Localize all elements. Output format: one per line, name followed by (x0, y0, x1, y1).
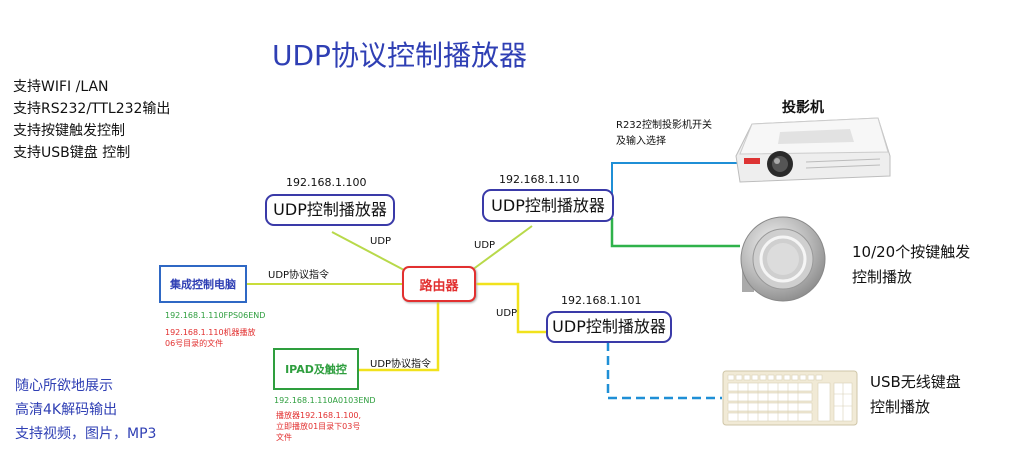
edge-label-udp: UDP (496, 308, 518, 319)
feature-item: 支持RS232/TTL232输出 (13, 101, 171, 117)
link-router-ipad (359, 302, 440, 372)
link-router-player-101 (476, 282, 546, 334)
player-ip-110: 192.168.1.110 (499, 173, 580, 186)
page-title: UDP协议控制播放器 (272, 39, 527, 72)
projector-title: 投影机 (782, 100, 824, 116)
edge-label-udp: UDP (370, 236, 392, 247)
feature-item: 随心所欲地展示 (15, 378, 113, 394)
edge-label-udp-command: UDP协议指令 (370, 359, 432, 370)
ipad-command: 192.168.1.110A0103END (274, 396, 376, 405)
ipad-node: IPAD及触控 (273, 348, 359, 390)
edge-label-udp: UDP (474, 240, 496, 251)
feature-item: 高清4K解码输出 (15, 402, 118, 418)
feature-item: 支持视频，图片，MP3 (15, 426, 157, 442)
player-ip-100: 192.168.1.100 (286, 176, 367, 189)
projector-command-label: R232控制投影机开关 及输入选择 (616, 120, 713, 147)
link-player-projector (611, 162, 738, 194)
feature-list-top: 支持WIFI /LAN 支持RS232/TTL232输出 支持按键触发控制 支持… (13, 76, 170, 164)
player-ip-101: 192.168.1.101 (561, 294, 642, 307)
link-player-button (610, 218, 740, 248)
projector-image (735, 117, 891, 183)
pc-command: 192.168.1.110FPS06END (165, 311, 266, 320)
edge-label-udp-command: UDP协议指令 (268, 270, 330, 281)
link-player-keyboard (606, 342, 722, 400)
pc-node: 集成控制电脑 (159, 265, 247, 303)
keyboard-label: USB无线键盘 控制播放 (870, 373, 961, 416)
ipad-note: 播放器192.168.1.100,立即播放01目录下03号文件 (276, 411, 362, 442)
player-node-101: UDP控制播放器 (546, 311, 672, 343)
keyboard-image (722, 370, 858, 426)
feature-list-bottom: 随心所欲地展示 高清4K解码输出 支持视频，图片，MP3 (15, 374, 156, 446)
player-node-110: UDP控制播放器 (482, 189, 614, 222)
pc-note: 192.168.1.110机器播放06号目录的文件 (165, 328, 256, 348)
feature-item: 支持USB键盘 控制 (13, 145, 131, 161)
link-router-player-100 (331, 231, 405, 271)
feature-item: 支持按键触发控制 (13, 123, 125, 139)
button-label: 10/20个按键触发 控制播放 (852, 243, 971, 286)
push-button-image (740, 216, 826, 302)
router-node: 路由器 (402, 266, 476, 302)
feature-item: 支持WIFI /LAN (13, 79, 109, 95)
link-router-player-110 (471, 225, 533, 271)
player-node-100: UDP控制播放器 (265, 194, 395, 226)
